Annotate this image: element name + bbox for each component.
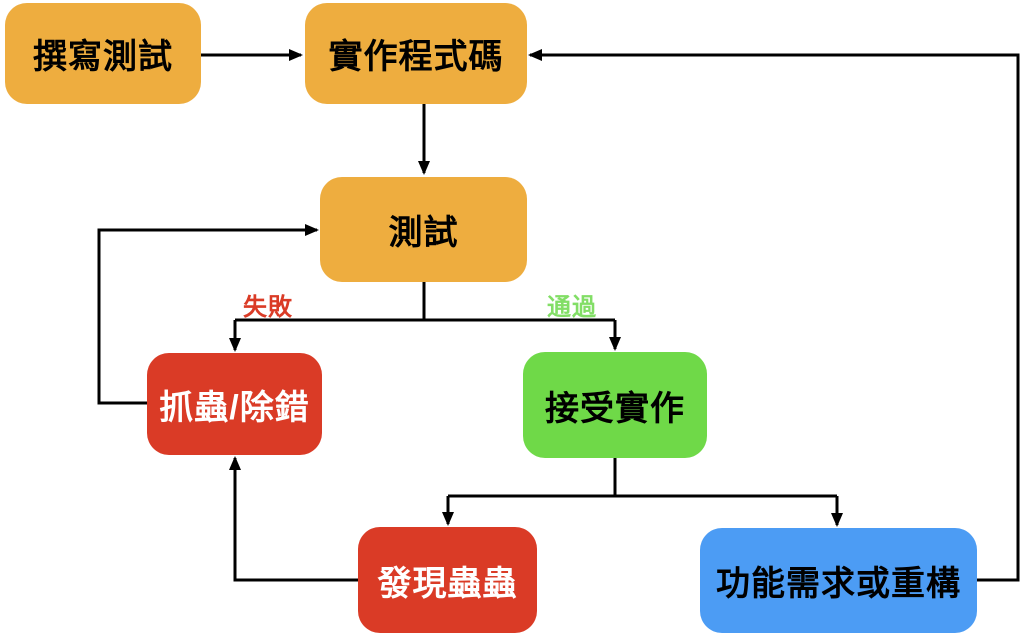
node-write-tests-label: 撰寫測試: [33, 38, 173, 76]
edge-found-bugs-to-debug: [229, 456, 358, 582]
node-accept-implementation: 接受實作: [523, 352, 707, 458]
node-write-tests: 撰寫測試: [5, 3, 201, 104]
edge-feature-refactor-to-implement-code-loop: [528, 49, 1020, 582]
node-test-label: 測試: [388, 214, 459, 252]
node-debug-label: 抓蟲/除錯: [159, 388, 310, 427]
edge-label-fail: 失敗: [243, 294, 293, 321]
node-found-bugs-label: 發現蟲蟲: [377, 564, 518, 603]
node-feature-requirements-or-refactor: 功能需求或重構: [700, 528, 977, 633]
node-feature-requirements-or-refactor-label: 功能需求或重構: [716, 565, 961, 603]
node-implement-code: 實作程式碼: [305, 3, 527, 104]
node-test: 測試: [320, 177, 527, 282]
node-found-bugs: 發現蟲蟲: [358, 527, 537, 633]
edge-label-pass: 通過: [547, 294, 597, 321]
edge-debug-to-test-loop: [97, 224, 319, 405]
node-accept-implementation-label: 接受實作: [545, 389, 685, 428]
node-debug: 抓蟲/除錯: [147, 353, 322, 455]
node-implement-code-label: 實作程式碼: [328, 38, 504, 76]
